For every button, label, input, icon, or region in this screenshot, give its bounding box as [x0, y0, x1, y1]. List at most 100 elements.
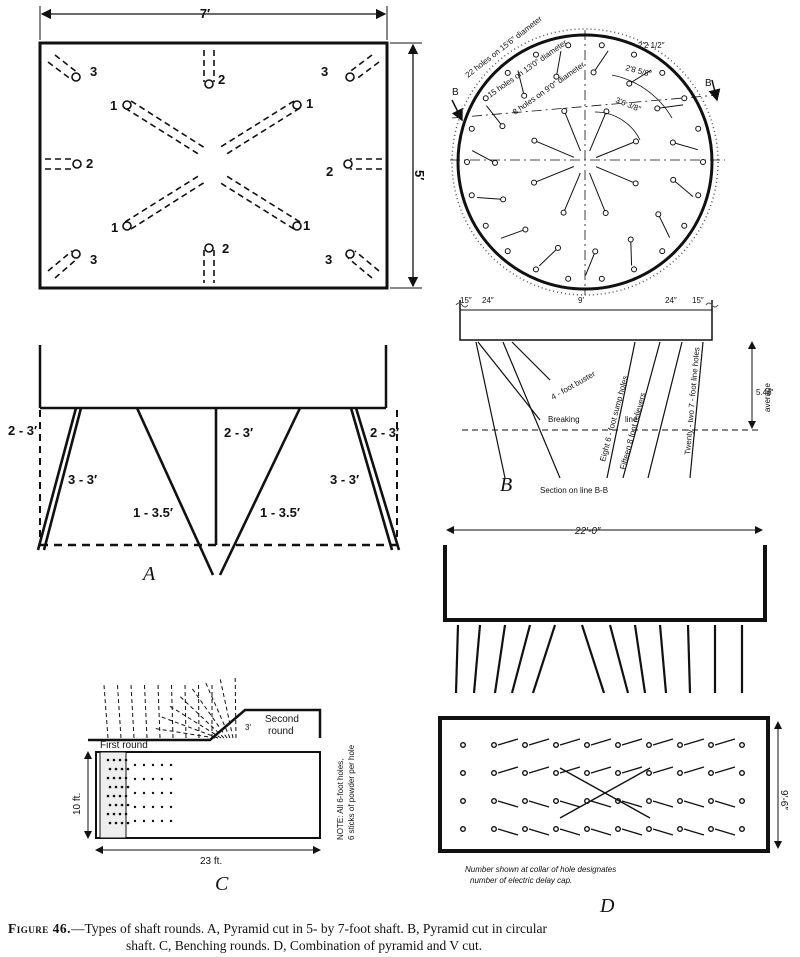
- panel-a-width-label: 7′: [200, 6, 210, 21]
- reliever-hole-line: [593, 50, 609, 73]
- delay-hole: [708, 742, 715, 749]
- delay-hole: [677, 742, 684, 749]
- line-hole: [504, 248, 511, 255]
- second-round-hole: [219, 679, 234, 739]
- delay-hole: [584, 826, 591, 833]
- second-round-hole: [180, 696, 225, 739]
- delay-hole: [491, 826, 498, 833]
- shaft-rod: [608, 624, 630, 694]
- reliever-hole: [500, 196, 507, 203]
- line-hole: [482, 222, 489, 229]
- bench-hole-dot: [106, 776, 110, 780]
- bench-hole-dot: [160, 805, 164, 809]
- sump-hole: [531, 179, 538, 186]
- line-hole: [532, 51, 539, 58]
- delay-hole: [646, 770, 653, 777]
- line-hole: [659, 248, 666, 255]
- bench-hole-dot: [106, 758, 110, 762]
- shaft-rod: [686, 624, 692, 694]
- second-round-hole: [205, 682, 231, 739]
- bench-hole-dot: [118, 758, 122, 762]
- line-hole: [598, 42, 605, 49]
- panel-b-plan: B B 22 holes on 15′6″ diameter 15 holes …: [450, 14, 725, 296]
- delay-hole-line: [559, 800, 581, 808]
- svg-text:2 - 3′: 2 - 3′: [224, 425, 253, 440]
- delay-hole: [708, 770, 715, 777]
- bench-hole-dot: [124, 758, 128, 762]
- svg-text:round: round: [268, 726, 294, 737]
- delay-hole-line: [683, 738, 705, 746]
- delay-hole: [615, 742, 622, 749]
- bench-hole-dot: [108, 803, 112, 807]
- delay-hole-line: [621, 766, 643, 774]
- shaft-rod: [658, 624, 668, 694]
- svg-text:number of electric delay cap.: number of electric delay cap.: [470, 876, 572, 885]
- bench-hole-dot: [112, 794, 116, 798]
- svg-text:6 sticks of powder per hole: 6 sticks of powder per hole: [347, 744, 356, 840]
- line-hole: [532, 266, 539, 273]
- delay-hole-line: [590, 766, 612, 774]
- shaft-rod: [580, 624, 606, 694]
- svg-text:9′-6″: 9′-6″: [778, 790, 789, 810]
- reliever-hole: [590, 69, 597, 76]
- delay-hole-line: [497, 828, 519, 836]
- line-hole: [565, 275, 572, 282]
- line-hole: [631, 51, 638, 58]
- figure-caption: Figure 46.—Types of shaft rounds. A, Pyr…: [8, 920, 798, 954]
- bench-hole-dot: [126, 767, 130, 771]
- reliever-hole: [492, 159, 499, 166]
- bench-hole-dot: [112, 776, 116, 780]
- bench-hole-dot: [126, 785, 130, 789]
- svg-text:2 - 3′: 2 - 3′: [8, 423, 37, 438]
- line-hole: [565, 42, 572, 49]
- sump-hole-line: [563, 172, 581, 213]
- delay-hole-line: [714, 738, 736, 746]
- panel-c-benching: First round Second round 3′ 10 ft. 23 ft…: [72, 677, 356, 895]
- bench-hole-dot: [160, 819, 164, 823]
- shaft-rod: [531, 624, 557, 694]
- delay-hole: [460, 742, 467, 749]
- reliever-hole: [626, 80, 633, 87]
- bench-hole-dot: [120, 767, 124, 771]
- reliever-hole-line: [471, 150, 496, 164]
- delay-hole: [460, 798, 467, 805]
- first-round-hole: [171, 684, 174, 739]
- delay-hole: [708, 826, 715, 833]
- line-hole: [598, 275, 605, 282]
- sump-hole: [602, 209, 609, 216]
- first-round-hole: [184, 684, 187, 739]
- delay-hole: [553, 770, 560, 777]
- bench-hole-dot: [142, 763, 146, 767]
- reliever-hole-line: [672, 179, 694, 198]
- reliever-hole: [553, 73, 560, 80]
- panel-a-letter: A: [141, 563, 156, 585]
- svg-text:Breaking: Breaking: [548, 415, 580, 424]
- svg-text:2 - 3′: 2 - 3′: [370, 425, 399, 440]
- bench-hole-dot: [114, 821, 118, 825]
- second-round-hole: [234, 677, 237, 739]
- svg-text:9′: 9′: [578, 296, 584, 305]
- delay-hole: [739, 770, 746, 777]
- section-marker-right: B: [705, 78, 712, 89]
- shaft-rod: [472, 624, 482, 694]
- bench-hole-dot: [151, 763, 155, 767]
- reliever-hole-line: [517, 70, 525, 96]
- delay-hole: [739, 742, 746, 749]
- line-hole: [659, 69, 666, 76]
- bench-hole-dot: [114, 803, 118, 807]
- first-round-hole: [157, 684, 161, 739]
- sump-hole-line: [563, 110, 581, 152]
- sump-hole: [561, 108, 568, 115]
- caption-lead: Figure 46.: [8, 921, 72, 936]
- reliever-hole-line: [585, 251, 596, 276]
- bench-hole-dot: [151, 791, 155, 795]
- delay-hole: [615, 770, 622, 777]
- bench-hole-dot: [106, 794, 110, 798]
- first-round-hole: [198, 684, 200, 739]
- svg-text:3: 3: [325, 252, 332, 267]
- svg-text:2′2 1/2″: 2′2 1/2″: [638, 41, 665, 50]
- delay-hole: [646, 826, 653, 833]
- line-hole: [631, 266, 638, 273]
- bench-hole-dot: [124, 812, 128, 816]
- delay-hole: [522, 798, 529, 805]
